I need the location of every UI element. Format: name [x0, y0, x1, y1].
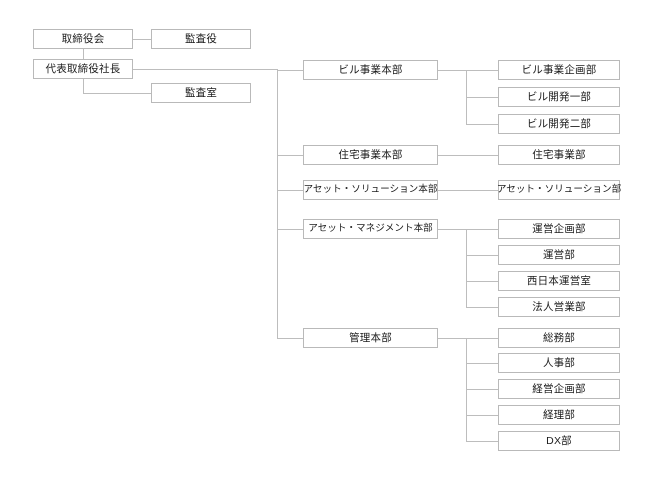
connector-div-housing-to-dept [438, 155, 498, 156]
node-department-operations[interactable]: 運営部 [498, 245, 620, 265]
node-division-housing[interactable]: 住宅事業本部 [303, 145, 438, 165]
connector-admin-to-hr [466, 363, 498, 364]
connector-div-admin-out [438, 338, 466, 339]
node-auditor[interactable]: 監査役 [151, 29, 251, 49]
connector-president-to-trunk [133, 69, 278, 70]
connector-am-to-west-japan-ops [466, 281, 498, 282]
node-division-building[interactable]: ビル事業本部 [303, 60, 438, 80]
node-department-accounting[interactable]: 経理部 [498, 405, 620, 425]
connector-trunk-to-div-asset-solution [277, 190, 303, 191]
node-department-building-planning[interactable]: ビル事業企画部 [498, 60, 620, 80]
node-division-asset-solution[interactable]: アセット・ソリューション本部 [303, 180, 438, 200]
connector-building-to-dev-2 [466, 124, 498, 125]
connector-admin-to-general-affairs [466, 338, 498, 339]
node-department-asset-solution[interactable]: アセット・ソリューション部 [497, 180, 621, 200]
connector-trunk-to-div-building [277, 70, 303, 71]
connector-am-to-corporate-sales [466, 307, 498, 308]
node-division-asset-management[interactable]: アセット・マネジメント本部 [303, 219, 438, 239]
connector-building-to-planning [466, 70, 498, 71]
node-audit-office[interactable]: 監査室 [151, 83, 251, 103]
connector-main-trunk [277, 69, 278, 338]
node-department-dx[interactable]: DX部 [498, 431, 620, 451]
node-board-of-directors[interactable]: 取締役会 [33, 29, 133, 49]
connector-president-to-audit-office [83, 93, 151, 94]
connector-admin-to-dx [466, 441, 498, 442]
node-division-administration[interactable]: 管理本部 [303, 328, 438, 348]
connector-board-to-auditor [133, 39, 151, 40]
connector-trunk-to-div-housing [277, 155, 303, 156]
node-department-corporate-sales[interactable]: 法人営業部 [498, 297, 620, 317]
connector-am-to-ops [466, 255, 498, 256]
connector-admin-to-corp-planning [466, 389, 498, 390]
node-department-operations-planning[interactable]: 運営企画部 [498, 219, 620, 239]
node-department-general-affairs[interactable]: 総務部 [498, 328, 620, 348]
connector-board-to-president [83, 49, 84, 59]
connector-div-asset-solution-to-dept [438, 190, 498, 191]
connector-president-drop [83, 79, 84, 93]
connector-admin-to-accounting [466, 415, 498, 416]
node-department-corporate-planning[interactable]: 経営企画部 [498, 379, 620, 399]
connector-asset-management-subtrunk [466, 229, 467, 307]
node-president[interactable]: 代表取締役社長 [33, 59, 133, 79]
connector-div-building-out [438, 70, 466, 71]
node-department-west-japan-operations[interactable]: 西日本運営室 [498, 271, 620, 291]
connector-am-to-ops-planning [466, 229, 498, 230]
node-department-housing[interactable]: 住宅事業部 [498, 145, 620, 165]
node-department-building-development-1[interactable]: ビル開発一部 [498, 87, 620, 107]
node-department-human-resources[interactable]: 人事部 [498, 353, 620, 373]
connector-div-asset-management-out [438, 229, 466, 230]
connector-building-to-dev-1 [466, 97, 498, 98]
connector-trunk-to-div-admin [277, 338, 303, 339]
node-department-building-development-2[interactable]: ビル開発二部 [498, 114, 620, 134]
connector-trunk-to-div-asset-management [277, 229, 303, 230]
